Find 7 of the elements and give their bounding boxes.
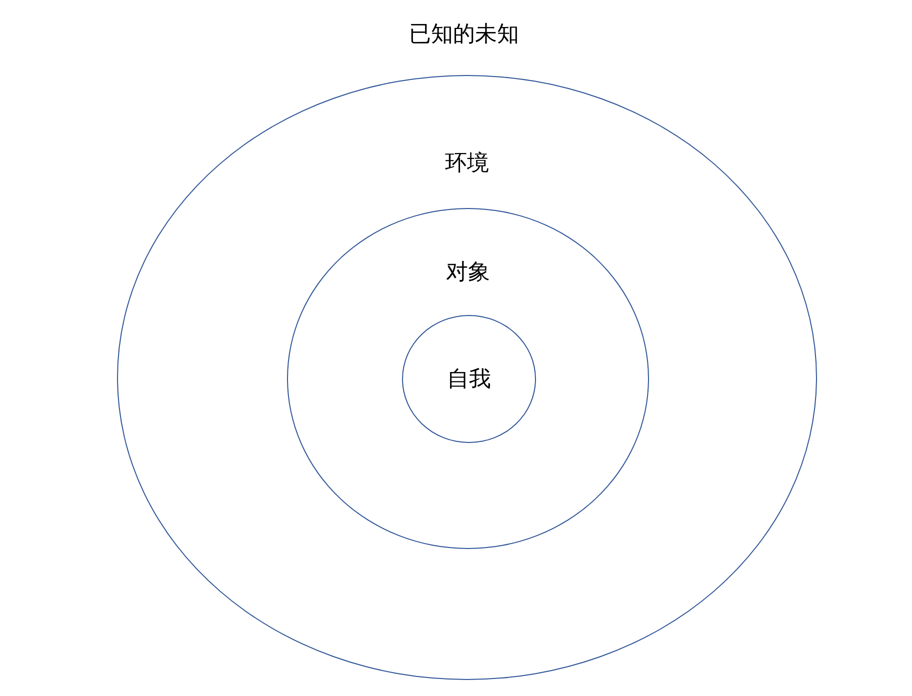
outer-ellipse bbox=[117, 75, 817, 680]
region-label: 对象 bbox=[446, 259, 490, 287]
diagram-title: 已知的未知 bbox=[409, 21, 519, 49]
inner-circle bbox=[402, 315, 536, 443]
middle-ellipse bbox=[287, 208, 649, 549]
region-label: 自我 bbox=[447, 366, 491, 394]
region-label: 环境 bbox=[445, 150, 489, 178]
